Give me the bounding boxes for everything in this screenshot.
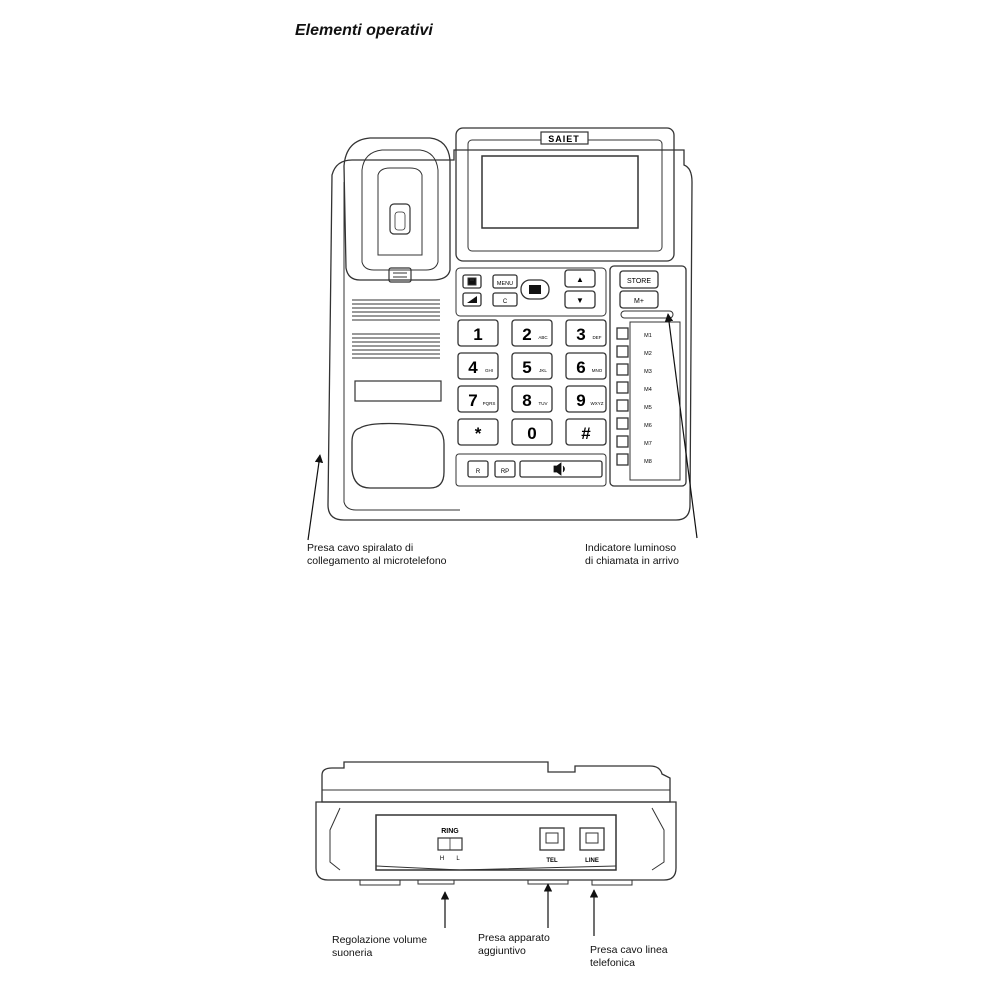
keypad-digit: 2 — [522, 325, 531, 344]
mplus-key-label: M+ — [634, 298, 644, 305]
keypad-letters: JKL — [539, 368, 547, 373]
keypad-letters: ABC — [538, 335, 548, 340]
r-key-label: R — [476, 469, 481, 475]
memory-slot-label: M7 — [644, 441, 652, 447]
keypad-digit: 7 — [468, 391, 477, 410]
keypad-digit: 0 — [527, 424, 536, 443]
keypad-letters: DEF — [593, 335, 602, 340]
ring-h-label: H — [440, 856, 444, 862]
keypad-digit: 5 — [522, 358, 531, 377]
keypad-digit: 6 — [576, 358, 585, 377]
speaker-icon — [553, 462, 565, 476]
keypad-digit: 1 — [473, 325, 482, 344]
ring-l-label: L — [456, 856, 460, 862]
memory-slot-label: M8 — [644, 459, 652, 465]
keypad-letters: PQRS — [483, 401, 496, 406]
phone-top-view — [327, 127, 693, 521]
menu-key-label: MENU — [497, 281, 513, 287]
rp-key-label: RP — [501, 469, 509, 475]
incoming-light-arrow — [664, 313, 698, 539]
memory-slot-label: M5 — [644, 405, 652, 411]
line-jack-label: LINE — [585, 858, 599, 864]
book-icon — [467, 277, 477, 286]
tel-jack-label: TEL — [546, 858, 558, 864]
keypad-digit: 9 — [576, 391, 585, 410]
keypad-letters: WXYZ — [591, 401, 604, 406]
page-title: Elementi operativi — [295, 22, 433, 39]
store-key-label: STORE — [627, 278, 651, 285]
memory-slot-label: M4 — [644, 387, 652, 393]
ring-label: RING — [441, 828, 459, 835]
keypad-letters: TUV — [539, 401, 548, 406]
keypad-letters: MNO — [592, 368, 603, 373]
phone-rear-view — [315, 761, 677, 886]
clear-key-label: C — [503, 299, 508, 305]
memory-slot-label: M3 — [644, 369, 652, 375]
volume-level-icon — [467, 296, 477, 303]
brand-logo: SAIET — [548, 134, 580, 144]
keypad-digit: * — [475, 424, 482, 443]
keypad-digit: # — [581, 424, 591, 443]
memory-slot-label: M6 — [644, 423, 652, 429]
keypad-digit: 8 — [522, 391, 531, 410]
up-key-label: ▲ — [576, 275, 584, 284]
memory-slot-label: M2 — [644, 351, 652, 357]
down-key-label: ▼ — [576, 296, 584, 305]
keypad-digit: 4 — [468, 358, 478, 377]
keypad-digit: 3 — [576, 325, 585, 344]
memory-slot-label: M1 — [644, 333, 652, 339]
handset-jack-arrow — [307, 454, 324, 541]
keypad-letters: GHI — [485, 368, 493, 373]
envelope-icon — [529, 285, 541, 294]
